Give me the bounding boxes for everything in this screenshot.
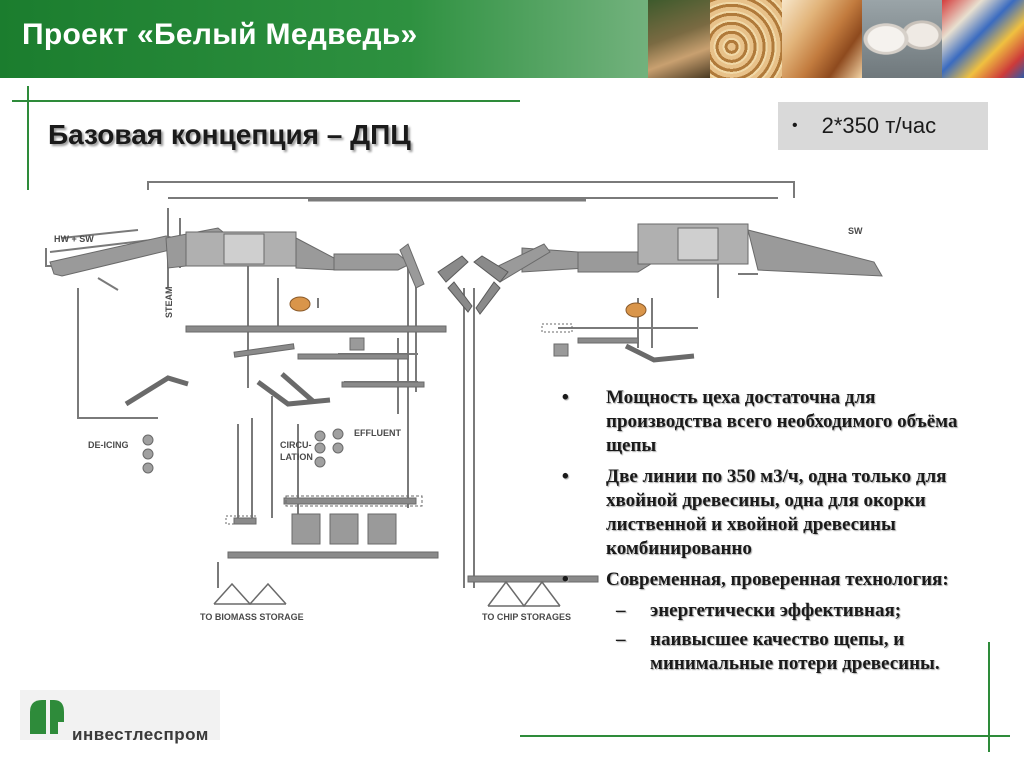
label-steam: STEAM: [164, 287, 174, 319]
list-item-text: Мощность цеха достаточна для производств…: [606, 387, 958, 456]
list-item-text: Две линии по 350 м3/ч, одна только для х…: [606, 466, 947, 559]
packaging-photo: [942, 0, 1024, 78]
presentation-title: Проект «Белый Медведь»: [22, 18, 418, 51]
paper-rolls-photo: [862, 0, 942, 78]
label-circulation-1: CIRCU-: [280, 440, 312, 450]
label-effluent: EFFLUENT: [354, 428, 401, 438]
slide-subtitle: Базовая концепция – ДПЦ: [48, 119, 411, 150]
capacity-value: 2*350 т/час: [821, 113, 937, 138]
sub-list-item-text: наивысшее качество щепы, и минимальные п…: [650, 629, 940, 674]
bullet-mark: •: [562, 569, 569, 590]
bullet-mark: •: [562, 466, 569, 487]
header-bar: Проект «Белый Медведь»: [0, 0, 1024, 78]
bottom-rule-horizontal: [520, 735, 1010, 737]
sub-list-item: – энергетически эффективная;: [558, 599, 988, 623]
label-hw-sw: HW + SW: [54, 234, 94, 244]
header-photo-strip: [648, 0, 1024, 78]
list-item-text: Современная, проверенная технология:: [606, 569, 949, 590]
dash-mark: –: [616, 600, 626, 621]
debarking-plant-diagram: HW + SW SW STEAM DE-ICING EFFLUENT CIRCU…: [45, 181, 883, 622]
logs-photo: [710, 0, 782, 78]
description-list: • Мощность цеха достаточна для производс…: [558, 386, 988, 681]
sub-list-item: – наивысшее качество щепы, и минимальные…: [558, 628, 988, 676]
list-item: • Две линии по 350 м3/ч, одна только для…: [558, 465, 988, 561]
list-item: • Современная, проверенная технология:: [558, 568, 988, 592]
company-logo: [20, 690, 220, 740]
dash-mark: –: [616, 629, 626, 650]
bullet-mark: •: [562, 387, 569, 408]
label-to-biomass-storage: TO BIOMASS STORAGE: [200, 612, 304, 622]
capacity-bullet: •: [792, 117, 798, 134]
top-rule-vertical: [27, 86, 29, 190]
plywood-photo: [782, 0, 862, 78]
capacity-box: • 2*350 т/час: [778, 102, 988, 150]
label-sw: SW: [848, 226, 863, 236]
top-rule-horizontal: [12, 100, 520, 102]
company-logo-text: инвестлеспром: [72, 725, 209, 744]
bottom-rule-vertical: [988, 642, 990, 752]
label-de-icing: DE-ICING: [88, 440, 129, 450]
label-circulation-2: LATION: [280, 452, 313, 462]
list-item: • Мощность цеха достаточна для производс…: [558, 386, 988, 458]
forest-photo: [648, 0, 710, 78]
logo-mark-icon: [30, 700, 64, 734]
sub-list-item-text: энергетически эффективная;: [650, 600, 902, 621]
label-to-chip-storages: TO CHIP STORAGES: [482, 612, 571, 622]
